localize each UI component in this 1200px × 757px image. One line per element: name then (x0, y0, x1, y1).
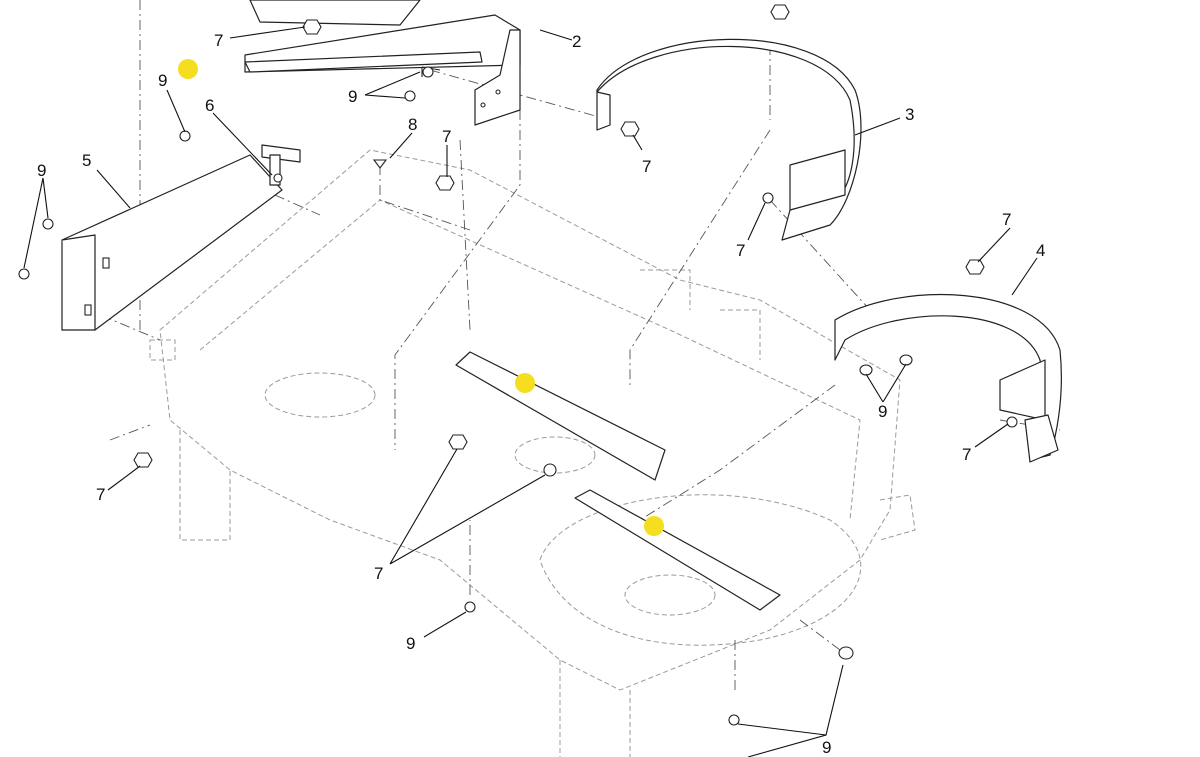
part-5-side-plate (61, 154, 283, 331)
callout-7: 7 (442, 127, 451, 146)
highlight-markers (178, 59, 664, 536)
callout-4: 4 (1036, 241, 1045, 260)
callout-9: 9 (878, 402, 887, 421)
mower-deck-phantom (149, 149, 916, 757)
callout-2: 2 (572, 32, 581, 51)
highlight-dot (178, 59, 198, 79)
callout-9: 9 (406, 634, 415, 653)
callout-9: 9 (37, 161, 46, 180)
callout-7: 7 (1002, 210, 1011, 229)
highlight-dot (644, 516, 664, 536)
part-3-shroud (596, 38, 862, 241)
callout-9: 9 (822, 738, 831, 757)
callout-5: 5 (82, 151, 91, 170)
highlight-dot (515, 373, 535, 393)
hardware (18, 4, 1018, 726)
callout-6: 6 (205, 96, 214, 115)
callout-7: 7 (962, 445, 971, 464)
callout-9: 9 (158, 71, 167, 90)
callout-7: 7 (214, 31, 223, 50)
callout-3: 3 (905, 105, 914, 124)
callout-7: 7 (736, 241, 745, 260)
callout-9: 9 (348, 87, 357, 106)
part-4-shroud (834, 293, 1062, 463)
leader-lines (23, 26, 1038, 757)
callout-7: 7 (96, 485, 105, 504)
callout-7: 7 (374, 564, 383, 583)
blades (244, 51, 781, 611)
callout-labels: 7 2 9 9 6 8 7 7 3 9 5 7 7 4 9 7 7 7 9 9 (37, 31, 1045, 757)
callout-8: 8 (408, 115, 417, 134)
callout-7: 7 (642, 157, 651, 176)
